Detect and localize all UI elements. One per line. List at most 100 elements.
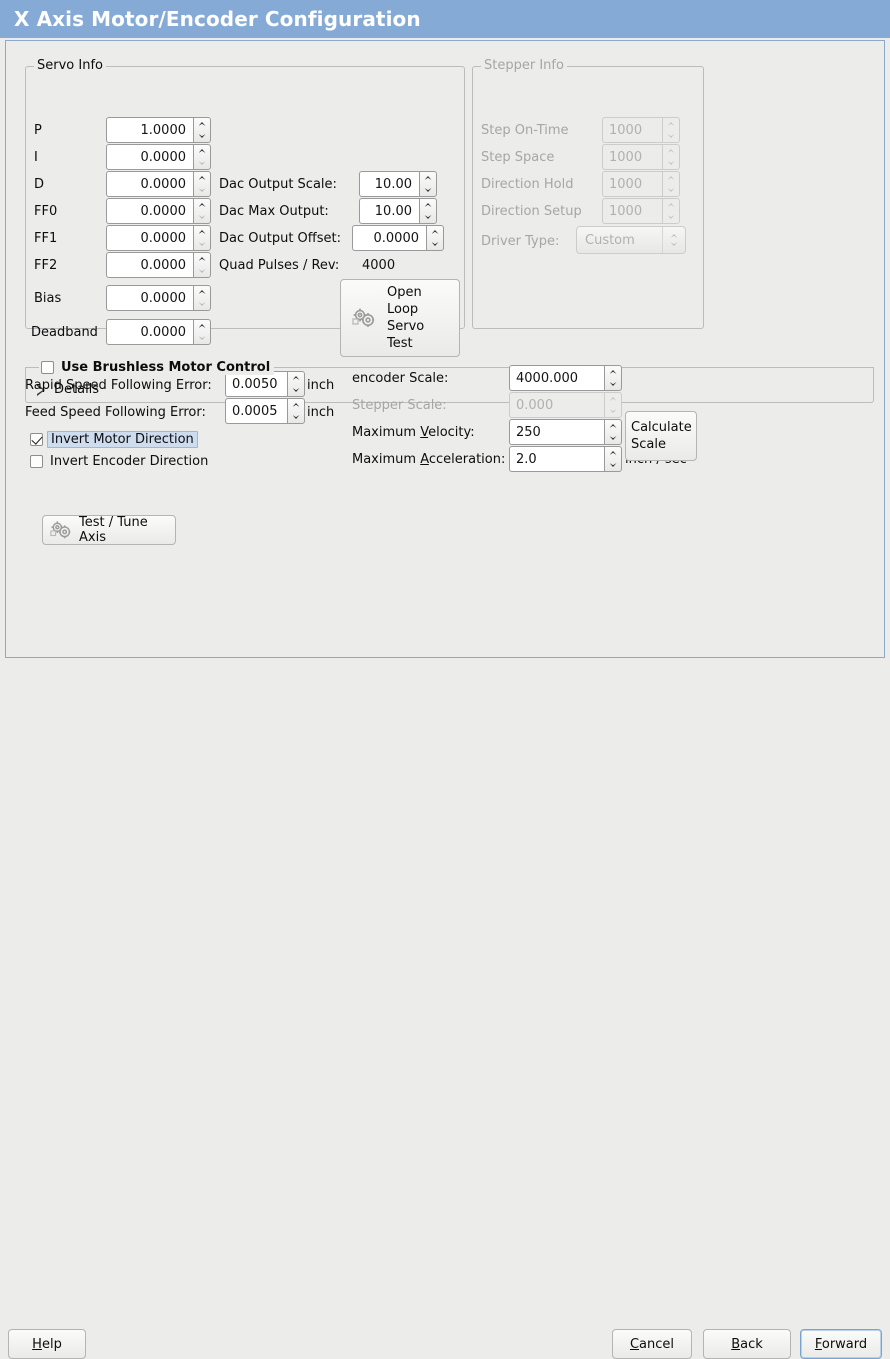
chevron-right-icon[interactable] — [37, 383, 45, 396]
direction-hold-spinner[interactable] — [662, 171, 680, 197]
step-on-time-value[interactable]: 1000 — [602, 117, 662, 143]
spin-up-icon[interactable] — [663, 118, 679, 130]
spin-down-icon[interactable] — [194, 298, 210, 310]
spin-up-icon[interactable] — [194, 172, 210, 184]
servo-input-deadband[interactable]: 0.0000 — [106, 319, 211, 345]
open-loop-servo-test-button[interactable]: Open Loop Servo Test — [340, 279, 460, 357]
servo-input-ff1-value[interactable]: 0.0000 — [106, 225, 193, 251]
encoder-scale-value[interactable]: 4000.000 — [509, 365, 604, 391]
checkbox-icon[interactable] — [30, 433, 43, 446]
spin-up-icon[interactable] — [605, 393, 621, 405]
spin-up-icon[interactable] — [427, 226, 443, 238]
rapid-speed-following-error-value[interactable]: 0.0050 — [225, 371, 287, 397]
feed-speed-spinner[interactable] — [287, 398, 305, 424]
encoder-scale-spinner[interactable] — [604, 365, 622, 391]
servo-input-ff1-spinner[interactable] — [193, 225, 211, 251]
servo-input-deadband-value[interactable]: 0.0000 — [106, 319, 193, 345]
calculate-scale-button[interactable]: Calculate Scale — [625, 411, 697, 461]
maximum-acceleration-input[interactable]: 2.0 — [509, 446, 622, 472]
driver-type-value[interactable]: Custom — [585, 232, 635, 248]
dac-output-scale-input[interactable]: 10.00 — [359, 171, 437, 197]
details-expander[interactable]: Details — [37, 382, 99, 397]
stepper-scale-input[interactable]: 0.000 — [509, 392, 622, 418]
driver-type-combobox[interactable]: Custom — [576, 226, 686, 254]
servo-input-ff1[interactable]: 0.0000 — [106, 225, 211, 251]
help-button[interactable]: Help — [8, 1329, 86, 1359]
maximum-acceleration-value[interactable]: 2.0 — [509, 446, 604, 472]
servo-input-ff0-spinner[interactable] — [193, 198, 211, 224]
dac-output-scale-spinner[interactable] — [419, 171, 437, 197]
servo-input-bias[interactable]: 0.0000 — [106, 285, 211, 311]
step-space-input[interactable]: 1000 — [602, 144, 680, 170]
servo-input-i-value[interactable]: 0.0000 — [106, 144, 193, 170]
spin-up-icon[interactable] — [194, 199, 210, 211]
dac-max-output-spinner[interactable] — [419, 198, 437, 224]
dac-output-offset-spinner[interactable] — [426, 225, 444, 251]
spin-down-icon[interactable] — [194, 265, 210, 277]
servo-input-d-value[interactable]: 0.0000 — [106, 171, 193, 197]
stepper-scale-value[interactable]: 0.000 — [509, 392, 604, 418]
spin-down-icon[interactable] — [194, 184, 210, 196]
spin-up-icon[interactable] — [288, 399, 304, 411]
spin-up-icon[interactable] — [605, 420, 621, 432]
chevron-updown-icon[interactable] — [662, 227, 685, 253]
spin-down-icon[interactable] — [663, 184, 679, 196]
spin-down-icon[interactable] — [194, 130, 210, 142]
servo-input-ff2-value[interactable]: 0.0000 — [106, 252, 193, 278]
step-space-spinner[interactable] — [662, 144, 680, 170]
spin-up-icon[interactable] — [605, 366, 621, 378]
checkbox-icon[interactable] — [30, 455, 43, 468]
feed-speed-following-error-value[interactable]: 0.0005 — [225, 398, 287, 424]
servo-input-p-value[interactable]: 1.0000 — [106, 117, 193, 143]
invert-encoder-direction-checkbox[interactable]: Invert Encoder Direction — [30, 454, 208, 469]
spin-up-icon[interactable] — [194, 320, 210, 332]
dac-max-output-input[interactable]: 10.00 — [359, 198, 437, 224]
spin-down-icon[interactable] — [288, 384, 304, 396]
spin-up-icon[interactable] — [663, 145, 679, 157]
spin-up-icon[interactable] — [663, 199, 679, 211]
invert-motor-direction-checkbox[interactable]: Invert Motor Direction — [30, 431, 198, 448]
spin-down-icon[interactable] — [420, 184, 436, 196]
servo-input-p-spinner[interactable] — [193, 117, 211, 143]
spin-down-icon[interactable] — [605, 378, 621, 390]
maximum-velocity-value[interactable]: 250 — [509, 419, 604, 445]
direction-setup-input[interactable]: 1000 — [602, 198, 680, 224]
servo-input-i[interactable]: 0.0000 — [106, 144, 211, 170]
maximum-velocity-spinner[interactable] — [604, 419, 622, 445]
rapid-speed-spinner[interactable] — [287, 371, 305, 397]
direction-hold-input[interactable]: 1000 — [602, 171, 680, 197]
spin-down-icon[interactable] — [663, 211, 679, 223]
spin-down-icon[interactable] — [194, 332, 210, 344]
servo-input-bias-value[interactable]: 0.0000 — [106, 285, 193, 311]
spin-up-icon[interactable] — [194, 253, 210, 265]
spin-down-icon[interactable] — [288, 411, 304, 423]
step-on-time-spinner[interactable] — [662, 117, 680, 143]
rapid-speed-following-error-input[interactable]: 0.0050 — [225, 371, 305, 397]
spin-down-icon[interactable] — [194, 238, 210, 250]
use-brushless-motor-control-checkbox[interactable]: Use Brushless Motor Control — [39, 360, 275, 375]
stepper-scale-spinner[interactable] — [604, 392, 622, 418]
servo-input-ff0[interactable]: 0.0000 — [106, 198, 211, 224]
spin-down-icon[interactable] — [663, 130, 679, 142]
spin-up-icon[interactable] — [194, 226, 210, 238]
maximum-velocity-input[interactable]: 250 — [509, 419, 622, 445]
servo-input-d[interactable]: 0.0000 — [106, 171, 211, 197]
spin-down-icon[interactable] — [605, 432, 621, 444]
spin-down-icon[interactable] — [194, 157, 210, 169]
servo-input-bias-spinner[interactable] — [193, 285, 211, 311]
step-space-value[interactable]: 1000 — [602, 144, 662, 170]
spin-down-icon[interactable] — [194, 211, 210, 223]
direction-hold-value[interactable]: 1000 — [602, 171, 662, 197]
dac-output-offset-value[interactable]: 0.0000 — [352, 225, 426, 251]
spin-up-icon[interactable] — [605, 447, 621, 459]
direction-setup-spinner[interactable] — [662, 198, 680, 224]
spin-down-icon[interactable] — [663, 157, 679, 169]
spin-up-icon[interactable] — [420, 199, 436, 211]
spin-up-icon[interactable] — [194, 118, 210, 130]
spin-down-icon[interactable] — [605, 405, 621, 417]
step-on-time-input[interactable]: 1000 — [602, 117, 680, 143]
back-button[interactable]: Back — [703, 1329, 791, 1359]
spin-up-icon[interactable] — [288, 372, 304, 384]
servo-input-d-spinner[interactable] — [193, 171, 211, 197]
dac-output-offset-input[interactable]: 0.0000 — [352, 225, 444, 251]
